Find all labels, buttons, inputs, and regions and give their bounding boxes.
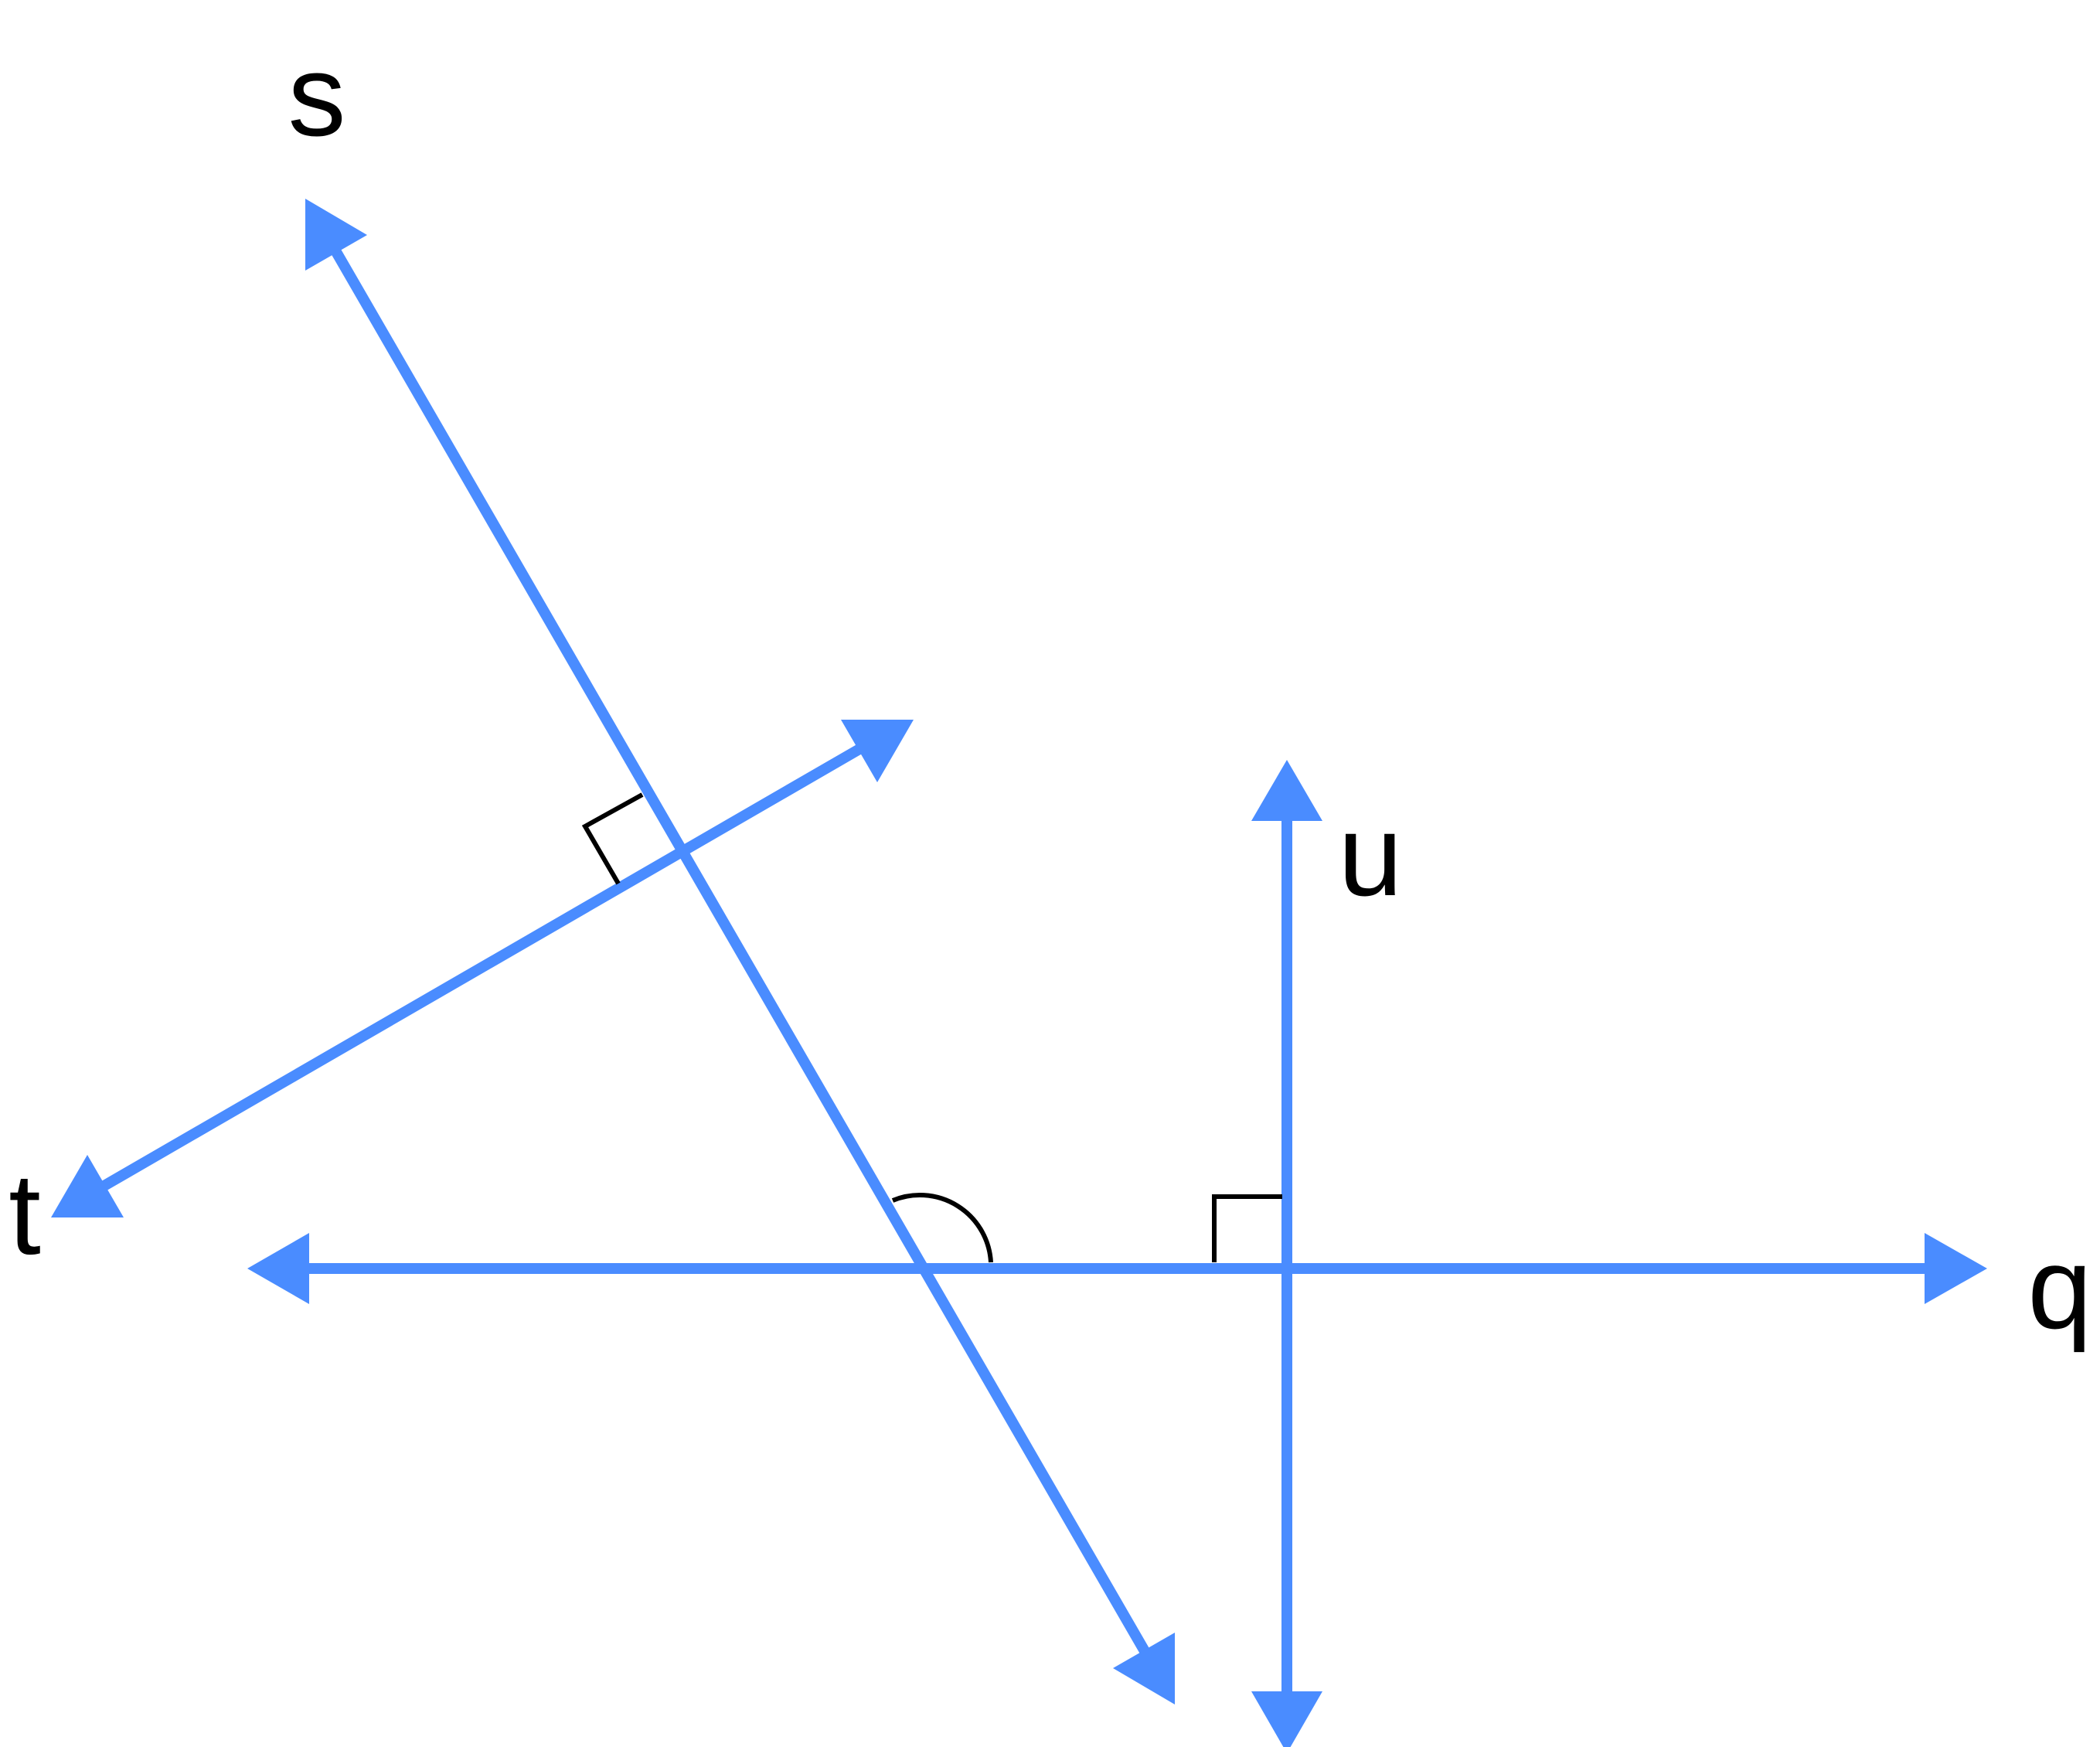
- line-u-bottom-arrowhead: [1251, 1691, 1322, 1747]
- line-u: [1251, 760, 1322, 1747]
- angle-arc-mark-s-q: [891, 1193, 993, 1263]
- line-s-segment: [328, 243, 1150, 1654]
- label-u: u: [1338, 790, 1402, 920]
- line-t-left-arrowhead: [51, 1155, 124, 1217]
- label-s: s: [288, 30, 346, 160]
- line-t: [51, 720, 914, 1217]
- right-angle-mark-q-u: [1212, 1194, 1282, 1262]
- line-s-top-arrowhead: [305, 199, 367, 271]
- label-q: q: [2027, 1223, 2091, 1353]
- line-q: [247, 1233, 1987, 1304]
- line-t-segment: [100, 744, 863, 1192]
- line-q-left-arrowhead: [247, 1233, 309, 1304]
- line-q-right-arrowhead: [1925, 1233, 1987, 1304]
- label-t: t: [9, 1149, 41, 1279]
- line-u-top-arrowhead: [1251, 760, 1322, 821]
- line-s-bottom-arrowhead: [1113, 1633, 1175, 1704]
- right-angle-mark-s-t: [581, 792, 644, 885]
- line-t-right-arrowhead: [841, 720, 914, 782]
- line-s: [305, 199, 1175, 1704]
